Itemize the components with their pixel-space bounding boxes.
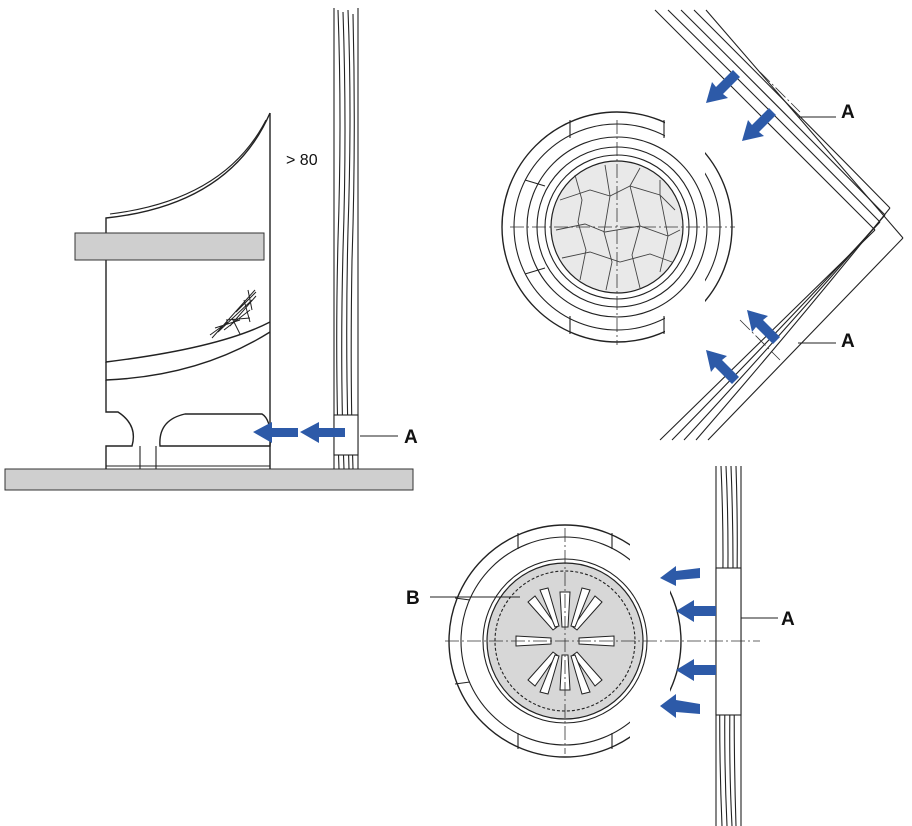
side-wall xyxy=(333,8,359,470)
stone-shelf xyxy=(74,232,265,261)
floor-platform xyxy=(4,468,414,491)
label-b: B xyxy=(406,588,420,609)
flame-motif xyxy=(209,289,257,339)
corner-view: A A xyxy=(501,9,904,441)
label-a-corner-top: A xyxy=(841,102,855,123)
blue-arrow-icon xyxy=(660,694,700,718)
label-a-corner-bottom: A xyxy=(841,331,855,352)
straight-wall xyxy=(715,465,742,826)
blue-arrow-icon xyxy=(706,70,740,103)
label-a-side: A xyxy=(404,427,418,448)
blue-arrow-icon xyxy=(660,566,700,586)
label-a-wall: A xyxy=(781,609,795,630)
blue-arrow-icon xyxy=(742,108,776,141)
blue-arrow-icon xyxy=(706,350,739,384)
wall-air-inlet xyxy=(715,567,742,716)
side-view: > 80 A xyxy=(4,8,418,491)
blue-arrow-icon xyxy=(676,600,716,622)
blue-arrow-icon xyxy=(747,310,780,344)
side-airflow-arrows xyxy=(253,422,345,443)
wall-airflow-arrows xyxy=(660,566,716,718)
wall-view: A B xyxy=(406,465,795,826)
rosette-slots xyxy=(515,587,615,695)
blue-arrow-icon xyxy=(300,422,345,443)
corner-airflow-arrows xyxy=(706,70,780,384)
stones-pattern xyxy=(555,164,681,291)
blue-arrow-icon xyxy=(253,422,298,443)
clearance-label: > 80 xyxy=(286,152,318,169)
stove-side xyxy=(74,112,272,469)
blue-arrow-icon xyxy=(676,659,716,681)
